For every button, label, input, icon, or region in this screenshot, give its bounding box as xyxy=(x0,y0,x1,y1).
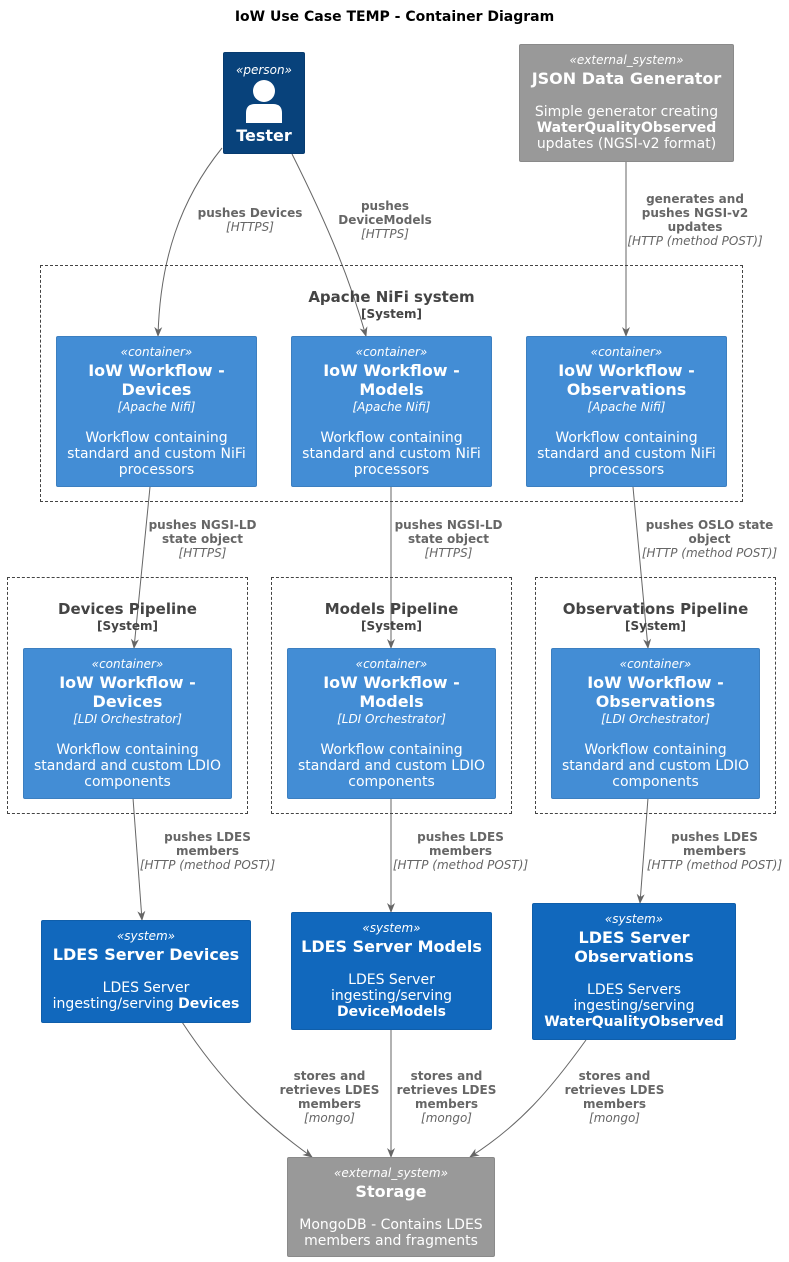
edge-label-nifi-ldio-obs: pushes OSLO state object [HTTP (method P… xyxy=(641,518,778,560)
technology-label: [Apache Nifi] xyxy=(352,400,431,414)
stereotype-label: «container» xyxy=(355,657,428,671)
edge-nifi-devices-to-ldio-devices xyxy=(130,486,151,649)
node-name: Storage xyxy=(355,1182,427,1201)
node-name: LDES Server Devices xyxy=(52,945,240,964)
stereotype-label: «container» xyxy=(619,657,692,671)
boundary-name: Apache NiFi system xyxy=(308,288,475,306)
boundary-type: [System] xyxy=(625,619,686,633)
technology-label: [LDI Orchestrator] xyxy=(73,712,182,726)
node-name: IoW Workflow -Models xyxy=(323,361,460,399)
edge-label-ldes-storage-devices: stores and retrieves LDES members [mongo… xyxy=(279,1069,380,1125)
technology-label: [Apache Nifi] xyxy=(587,400,666,414)
node-name: LDES Server Models xyxy=(301,937,482,956)
boundary-name: Models Pipeline xyxy=(324,600,459,618)
node-name: IoW Workflow -Observations xyxy=(558,361,695,399)
edge-label-ldio-ldes-devices: pushes LDES members [HTTP (method POST)] xyxy=(139,830,276,872)
observations-pipeline-boundary: Observations Pipeline [System] xyxy=(535,577,776,814)
boundary-name: Observations Pipeline xyxy=(562,600,749,618)
stereotype-label: «person» xyxy=(236,63,292,77)
node-name: IoW Workflow -Devices xyxy=(88,361,225,399)
boundary-type: [System] xyxy=(361,619,422,633)
edge-ldio-devices-to-ldes-devices xyxy=(132,797,146,921)
edge-label-tester-models: pushes DeviceModels [HTTPS] xyxy=(338,199,432,241)
edge-label-nifi-ldio-models: pushes NGSI-LD state object [HTTPS] xyxy=(394,518,503,560)
edge-ldes-devices-to-storage xyxy=(181,1021,313,1158)
diagram-title: IoW Use Case TEMP - Container Diagram xyxy=(234,9,555,25)
node-name: IoW Workflow -Models xyxy=(323,673,460,711)
nifi-system-boundary: Apache NiFi system [System] xyxy=(40,265,743,502)
stereotype-label: «system» xyxy=(604,912,664,926)
boundary-type: [System] xyxy=(361,307,422,321)
desc-line: updates (NGSI-v2 format) xyxy=(536,136,717,152)
stereotype-label: «container» xyxy=(355,345,428,359)
node-name: JSON Data Generator xyxy=(531,69,722,88)
edge-nifi-observations-to-ldio-observations xyxy=(632,486,652,649)
node-name: IoW Workflow -Observations xyxy=(587,673,724,711)
edge-ldio-observations-to-ldes-observations xyxy=(636,797,649,904)
technology-label: [LDI Orchestrator] xyxy=(601,712,710,726)
desc-line: Simple generator creating xyxy=(534,104,719,120)
stereotype-label: «external_system» xyxy=(334,1166,448,1180)
stereotype-label: «container» xyxy=(91,657,164,671)
boundary-type: [System] xyxy=(97,619,158,633)
edge-label-nifi-ldio-devices: pushes NGSI-LD state object [HTTPS] xyxy=(148,518,257,560)
stereotype-label: «external_system» xyxy=(569,53,684,67)
ldio-workflow-devices[interactable]: «container» IoW Workflow -Devices [LDI O… xyxy=(23,648,232,799)
ldio-workflow-observations[interactable]: «container» IoW Workflow -Observations [… xyxy=(551,648,760,799)
devices-pipeline-boundary: Devices Pipeline [System] xyxy=(7,577,248,814)
node-name: Tester xyxy=(236,126,292,145)
technology-label: [Apache Nifi] xyxy=(117,400,196,414)
edge-label-ldio-ldes-obs: pushes LDES members [HTTP (method POST)] xyxy=(646,830,783,872)
edge-label-ldio-ldes-models: pushes LDES members [HTTP (method POST)] xyxy=(392,830,529,872)
ldes-server-devices[interactable]: «system» LDES Server Devices LDES Server… xyxy=(41,920,251,1023)
edge-label-tester-devices: pushes Devices [HTTPS] xyxy=(197,206,303,234)
nifi-workflow-models[interactable]: «container» IoW Workflow -Models [Apache… xyxy=(291,336,492,487)
ldio-workflow-models[interactable]: «container» IoW Workflow -Models [LDI Or… xyxy=(287,648,496,799)
stereotype-label: «container» xyxy=(590,345,663,359)
edge-label-ldes-storage-obs: stores and retrieves LDES members [mongo… xyxy=(564,1069,665,1125)
edge-label-generator-obs: generates and pushes NGSI-v2 updates [HT… xyxy=(627,192,763,248)
stereotype-label: «container» xyxy=(120,345,193,359)
nifi-workflow-devices[interactable]: «container» IoW Workflow -Devices [Apach… xyxy=(56,336,257,487)
desc-line-bold: WaterQualityObserved xyxy=(536,120,717,136)
stereotype-label: «system» xyxy=(362,921,421,935)
nifi-workflow-observations[interactable]: «container» IoW Workflow -Observations [… xyxy=(526,336,727,487)
person-icon xyxy=(246,80,282,123)
edge-tester-to-nifi-devices xyxy=(154,147,223,337)
node-description: Simple generator creating WaterQualityOb… xyxy=(526,104,727,152)
stereotype-label: «system» xyxy=(116,929,176,943)
storage-external-system[interactable]: «external_system» Storage MongoDB - Cont… xyxy=(287,1157,495,1257)
node-name: IoW Workflow -Devices xyxy=(59,673,196,711)
json-data-generator[interactable]: «external_system» JSON Data Generator Si… xyxy=(519,44,734,162)
edge-label-ldes-storage-models: stores and retrieves LDES members [mongo… xyxy=(396,1069,497,1125)
technology-label: [LDI Orchestrator] xyxy=(337,712,446,726)
tester-person[interactable]: «person» Tester xyxy=(223,52,305,154)
edge-tester-to-nifi-models xyxy=(291,153,368,337)
boundary-name: Devices Pipeline xyxy=(58,600,197,618)
models-pipeline-boundary: Models Pipeline [System] xyxy=(271,577,512,814)
edge-ldes-observations-to-storage xyxy=(469,1039,587,1158)
